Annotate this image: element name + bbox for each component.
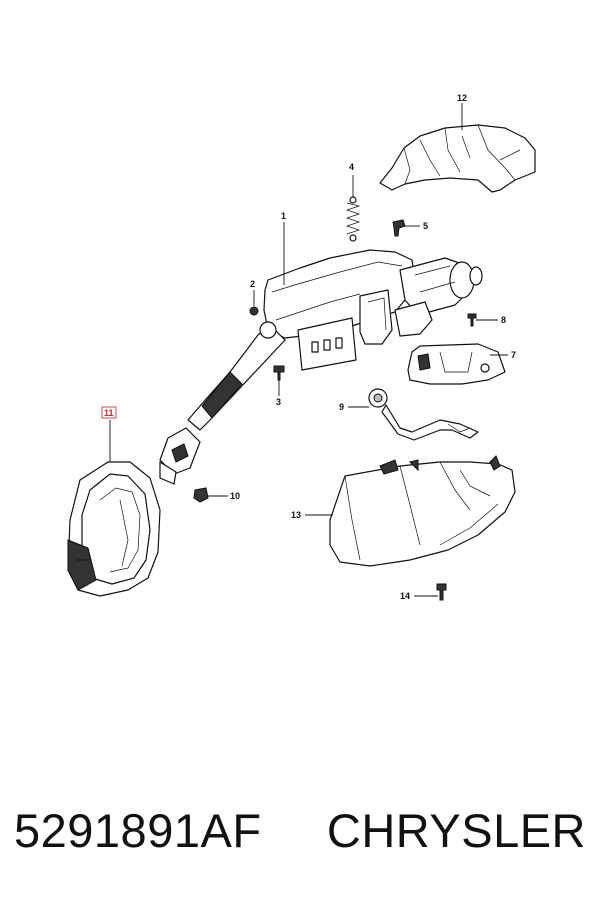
part-9-switch — [348, 388, 479, 441]
callout-8: 8 — [501, 315, 506, 325]
part-number-label: 5291891AF — [14, 803, 262, 857]
part-8-screw — [467, 313, 498, 327]
part-13-lower-shroud — [329, 455, 516, 567]
callout-7: 7 — [511, 350, 516, 360]
part-12-upper-shroud — [379, 124, 536, 193]
steering-column-exploded-diagram: 12 4 5 — [67, 93, 536, 601]
callout-1: 1 — [281, 211, 286, 221]
callout-13: 13 — [291, 510, 301, 520]
part-4-spring — [345, 175, 361, 242]
part-10-bolt — [193, 487, 228, 503]
callout-10: 10 — [230, 491, 240, 501]
callout-5: 5 — [423, 221, 428, 231]
callout-9: 9 — [339, 402, 344, 412]
callout-2: 2 — [250, 279, 255, 289]
part-3-bolt — [273, 365, 285, 396]
part-1-column-assembly — [159, 249, 483, 485]
part-11-column-boot — [67, 461, 161, 597]
part-2-nut — [249, 290, 259, 316]
brand-label: CHRYSLER — [326, 803, 586, 857]
part-5-fastener — [392, 219, 420, 237]
caption-bar: 5291891AF CHRYSLER — [0, 790, 600, 870]
part-7-bracket — [407, 343, 508, 385]
callout-14: 14 — [400, 591, 410, 601]
callout-11: 11 — [104, 408, 114, 418]
part-14-screw — [414, 583, 447, 601]
callout-4: 4 — [349, 162, 354, 172]
callout-3: 3 — [276, 397, 281, 407]
callout-12: 12 — [457, 93, 467, 103]
